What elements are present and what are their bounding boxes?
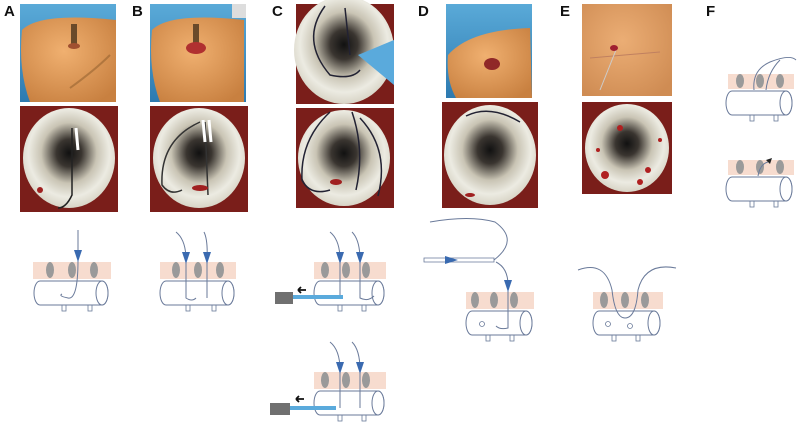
photo-c-top — [294, 0, 394, 104]
diagram-d-vessel — [423, 218, 534, 342]
photo-a-skin — [20, 4, 116, 103]
diagram-a-vessel — [33, 230, 111, 312]
diagram-b-vessel — [159, 231, 236, 312]
photo-a-endoscopic — [20, 106, 118, 212]
panel-label-b: B — [132, 3, 143, 20]
photo-d-endoscopic — [442, 102, 538, 208]
photo-c-endoscopic — [296, 108, 394, 208]
photo-e-endoscopic — [582, 102, 672, 194]
diagram-e-vessel — [577, 266, 677, 342]
diagram-f-upper-vessel — [725, 56, 797, 122]
diagram-c-upper-vessel — [275, 231, 386, 312]
photo-d-skin — [446, 4, 532, 98]
diagram-c-lower-vessel — [270, 341, 386, 422]
photo-b-endoscopic — [150, 106, 248, 212]
photo-e-skin — [582, 4, 672, 96]
diagram-f-lower-vessel — [725, 158, 794, 208]
panel-label-c: C — [272, 3, 283, 20]
panel-label-d: D — [418, 3, 429, 20]
panel-label-f: F — [706, 3, 716, 20]
photo-b-skin — [150, 4, 246, 103]
panel-label-a: A — [4, 3, 15, 20]
panel-label-e: E — [560, 3, 571, 20]
